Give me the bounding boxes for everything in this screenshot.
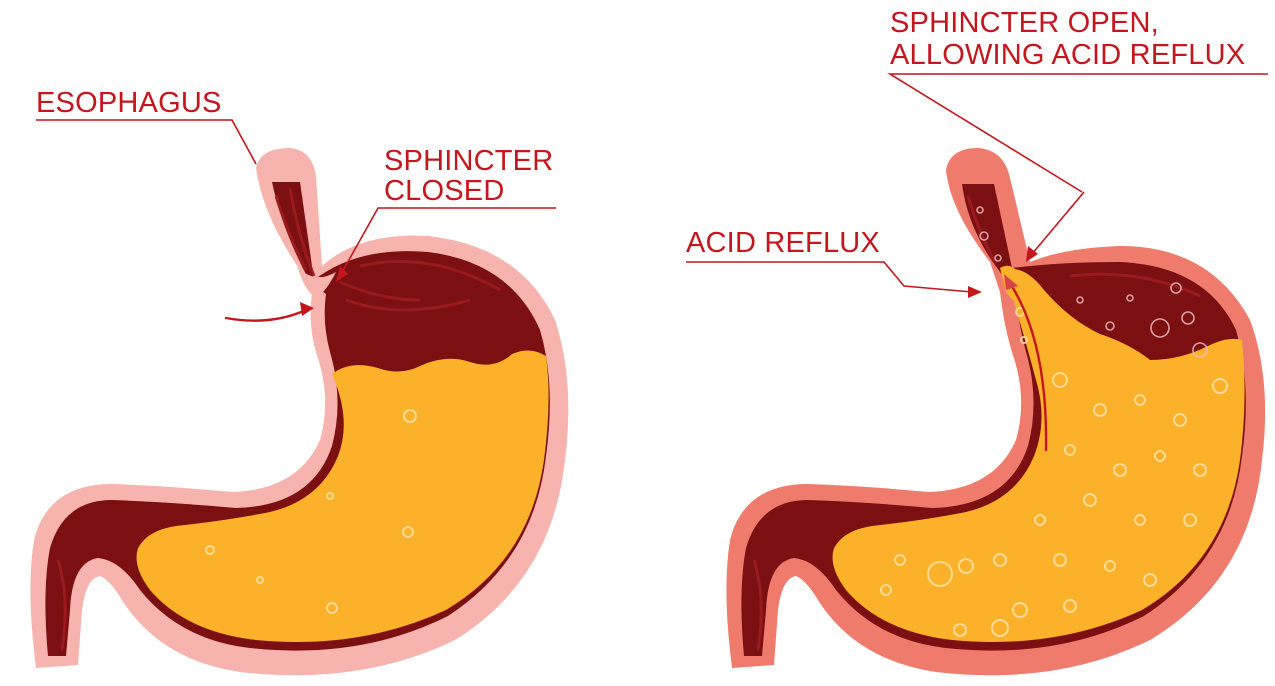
label-acid-reflux: ACID REFLUX [686, 227, 982, 298]
sphincter-open-label-line2: ALLOWING ACID REFLUX [890, 39, 1245, 71]
sphincter-closed-label-line2: CLOSED [384, 175, 504, 207]
esophagus-label: ESOPHAGUS [36, 87, 222, 119]
acid-reflux-arrowhead [968, 286, 982, 298]
label-sphincter-open: SPHINCTER OPEN, ALLOWING ACID REFLUX [890, 7, 1268, 262]
sphincter-open-tick [1032, 192, 1084, 254]
normal-stomach [30, 148, 568, 675]
sphincter-closed-label-line1: SPHINCTER [384, 145, 553, 177]
label-esophagus: ESOPHAGUS [36, 87, 256, 164]
acid-reflux-leader [686, 262, 972, 292]
acid-reflux-label: ACID REFLUX [686, 227, 880, 259]
sphincter-open-label-line1: SPHINCTER OPEN, [890, 7, 1159, 39]
pinch-arrow [226, 310, 306, 321]
esophagus-leader [36, 120, 256, 164]
